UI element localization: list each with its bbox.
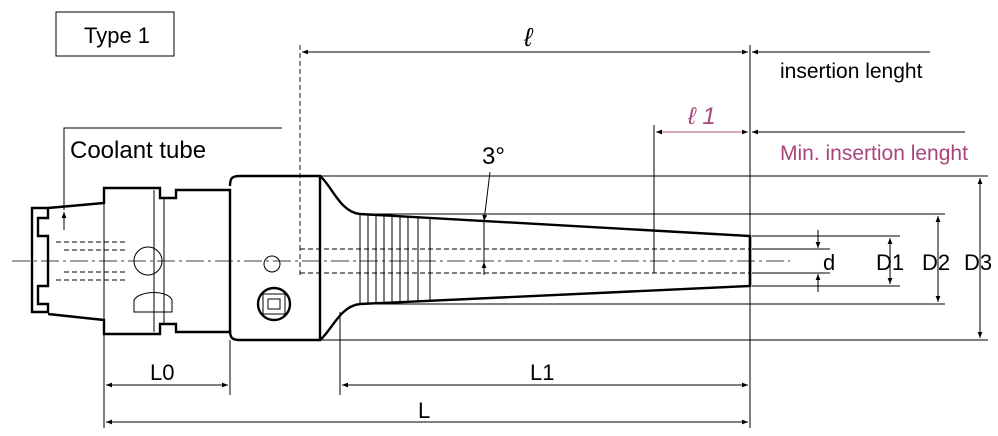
clamp-screw-socket xyxy=(262,293,286,315)
shank-body xyxy=(47,186,232,336)
type-label-box xyxy=(55,11,175,57)
shank-hole xyxy=(133,246,163,276)
D2-label: D2 xyxy=(922,250,950,275)
L0-label: L0 xyxy=(150,360,174,385)
clamp-screw xyxy=(256,286,292,322)
coolant-tube-leader xyxy=(63,127,282,210)
dim-angle-arrow-top xyxy=(482,171,491,222)
shank-end xyxy=(30,206,50,314)
L-label: L xyxy=(418,398,430,423)
type-label: Type 1 xyxy=(84,23,150,48)
ell-label: ℓ xyxy=(523,22,534,52)
angle-label: 3° xyxy=(482,143,505,170)
flange xyxy=(228,174,322,342)
coolant-tube-label: Coolant tube xyxy=(70,137,206,164)
L1-label: L1 xyxy=(530,360,554,385)
d-label: d xyxy=(823,250,835,275)
min-insertion-length-label: Min. insertion lenght xyxy=(780,142,968,165)
drive-slot xyxy=(133,292,173,313)
D3-label: D3 xyxy=(964,250,992,275)
ell1-label: ℓ 1 xyxy=(687,103,716,130)
nose-rings xyxy=(359,214,431,304)
D1-label: D1 xyxy=(876,250,904,275)
insertion-length-label: insertion lenght xyxy=(780,60,923,83)
flange-hole xyxy=(263,255,281,273)
clamp-screw-socket-inner xyxy=(267,298,281,310)
